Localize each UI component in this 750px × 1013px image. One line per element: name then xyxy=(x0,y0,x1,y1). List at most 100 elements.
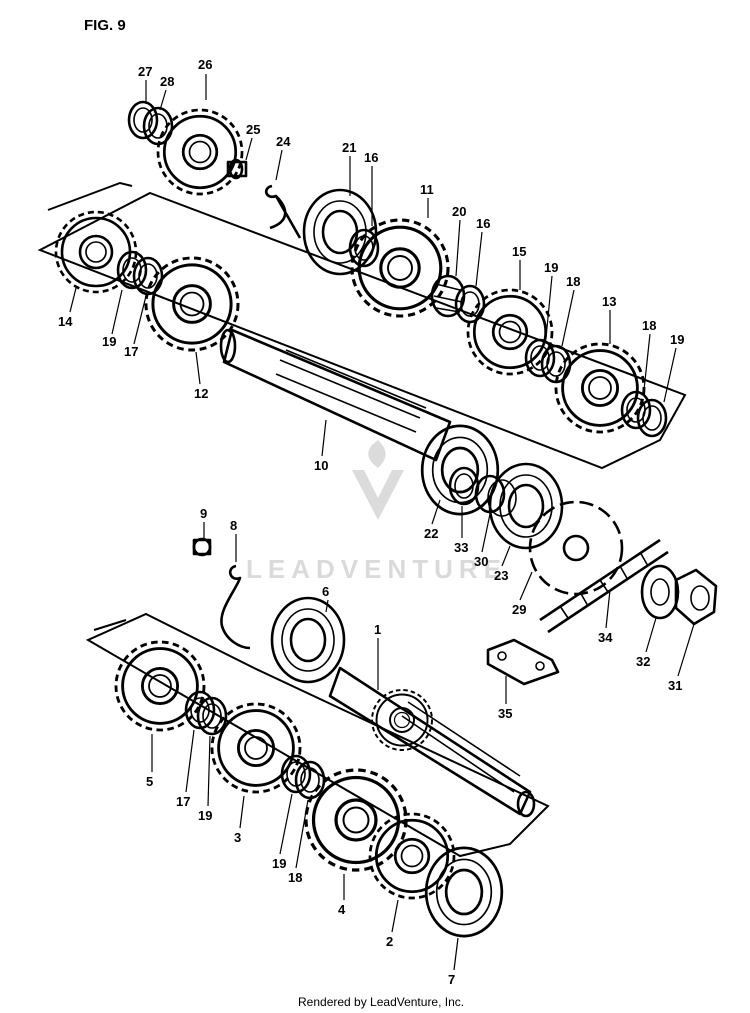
callout-35-label: 35 xyxy=(498,706,512,721)
nut-31 xyxy=(674,568,718,626)
callout-24: 24 xyxy=(275,134,291,181)
callout-15-label: 15 xyxy=(512,244,526,259)
callout-18-c: 18 xyxy=(288,799,309,885)
callout-26-label: 26 xyxy=(198,57,212,72)
callout-1: 1 xyxy=(374,622,381,690)
callout-30-label: 30 xyxy=(474,554,488,569)
circlip-17-upper xyxy=(132,256,164,296)
callout-7: 7 xyxy=(448,937,459,987)
callout-29-label: 29 xyxy=(512,602,526,617)
callout-19-d-label: 19 xyxy=(198,808,212,823)
callout-16-a: 16 xyxy=(364,150,378,226)
clip-24 xyxy=(264,184,302,239)
callout-19-c: 19 xyxy=(102,289,123,349)
callout-6: 6 xyxy=(322,584,329,613)
callout-19-d: 19 xyxy=(198,735,212,823)
callout-18-a-label: 18 xyxy=(566,274,580,289)
callout-22: 22 xyxy=(424,499,441,541)
callout-19-a: 19 xyxy=(544,260,558,339)
callout-2: 2 xyxy=(386,899,399,949)
callout-24-label: 24 xyxy=(276,134,291,149)
mainshaft-group-outline xyxy=(85,612,550,858)
callout-25-label: 25 xyxy=(246,122,260,137)
callout-16-a-label: 16 xyxy=(364,150,378,165)
callout-17-b: 17 xyxy=(176,729,195,809)
countershaft-group-outline xyxy=(37,181,687,470)
seal-33 xyxy=(448,466,480,506)
callout-14: 14 xyxy=(58,287,77,329)
callout-32-label: 32 xyxy=(636,654,650,669)
callout-4: 4 xyxy=(338,874,346,917)
callout-31: 31 xyxy=(668,623,695,693)
callout-10-label: 10 xyxy=(314,458,328,473)
chain-joint-35 xyxy=(486,638,560,686)
mainshaft-1 xyxy=(328,666,536,818)
callout-4-label: 4 xyxy=(338,902,346,917)
callout-32: 32 xyxy=(636,617,657,669)
callout-27-label: 27 xyxy=(138,64,152,79)
callout-30: 30 xyxy=(474,513,491,569)
callout-33: 33 xyxy=(454,506,468,555)
callout-17-b-label: 17 xyxy=(176,794,190,809)
callout-19-b: 19 xyxy=(663,332,684,403)
callout-8-label: 8 xyxy=(230,518,237,533)
callout-10: 10 xyxy=(314,419,328,473)
sprocket-29 xyxy=(528,500,624,596)
callout-17-a: 17 xyxy=(124,295,147,359)
callout-26: 26 xyxy=(198,57,212,100)
callout-34-label: 34 xyxy=(598,630,613,645)
callout-18-b-label: 18 xyxy=(642,318,656,333)
callout-3: 3 xyxy=(234,795,245,845)
callout-33-label: 33 xyxy=(454,540,468,555)
callout-6-label: 6 xyxy=(322,584,329,599)
callout-12: 12 xyxy=(194,351,208,401)
clip-8 xyxy=(220,564,251,650)
callout-19-c-label: 19 xyxy=(102,334,116,349)
callout-14-label: 14 xyxy=(58,314,73,329)
callout-22-label: 22 xyxy=(424,526,438,541)
callout-13: 13 xyxy=(602,294,616,344)
callout-18-a: 18 xyxy=(561,274,580,347)
callout-16-b-label: 16 xyxy=(476,216,490,231)
callout-13-label: 13 xyxy=(602,294,616,309)
gear-12 xyxy=(144,256,240,352)
callout-5-label: 5 xyxy=(146,774,153,789)
bearing-6 xyxy=(270,596,346,684)
callout-18-c-label: 18 xyxy=(288,870,302,885)
callout-18-b: 18 xyxy=(642,318,656,391)
lock-washer-32 xyxy=(640,564,680,620)
callout-35: 35 xyxy=(498,676,512,721)
oil-seal-23 xyxy=(488,462,564,550)
drive-chain-34 xyxy=(539,538,669,634)
callout-28-label: 28 xyxy=(160,74,174,89)
callout-12-label: 12 xyxy=(194,386,208,401)
callout-labels: 27 28 26 25 24 21 16 11 20 16 15 19 18 1… xyxy=(58,57,695,987)
callout-21-label: 21 xyxy=(342,140,356,155)
gear-4 xyxy=(304,768,408,872)
callout-11-label: 11 xyxy=(420,182,434,197)
callout-20: 20 xyxy=(452,204,466,277)
footer-credit: Rendered by LeadVenture, Inc. xyxy=(298,995,464,1009)
callout-19-e: 19 xyxy=(272,793,293,871)
callout-8: 8 xyxy=(230,518,237,562)
countershaft-10 xyxy=(219,328,452,462)
leadventure-logo xyxy=(352,440,404,520)
callout-16-b: 16 xyxy=(475,216,490,287)
washer-19-right xyxy=(636,398,668,438)
callout-34: 34 xyxy=(598,589,613,645)
bearing-21 xyxy=(302,188,378,276)
callout-1-label: 1 xyxy=(374,622,381,637)
callout-15: 15 xyxy=(512,244,526,290)
callout-23: 23 xyxy=(494,545,511,583)
needle-bearing-20 xyxy=(430,274,466,318)
watermark-text: LEADVENTURE xyxy=(246,554,507,584)
callout-28: 28 xyxy=(159,74,174,111)
callout-29: 29 xyxy=(512,571,533,617)
callout-19-b-label: 19 xyxy=(670,332,684,347)
gear-15 xyxy=(466,288,554,376)
callout-19-a-label: 19 xyxy=(544,260,558,275)
callout-2-label: 2 xyxy=(386,934,393,949)
washer-19-upper-left xyxy=(116,250,148,290)
callout-9: 9 xyxy=(200,506,207,540)
